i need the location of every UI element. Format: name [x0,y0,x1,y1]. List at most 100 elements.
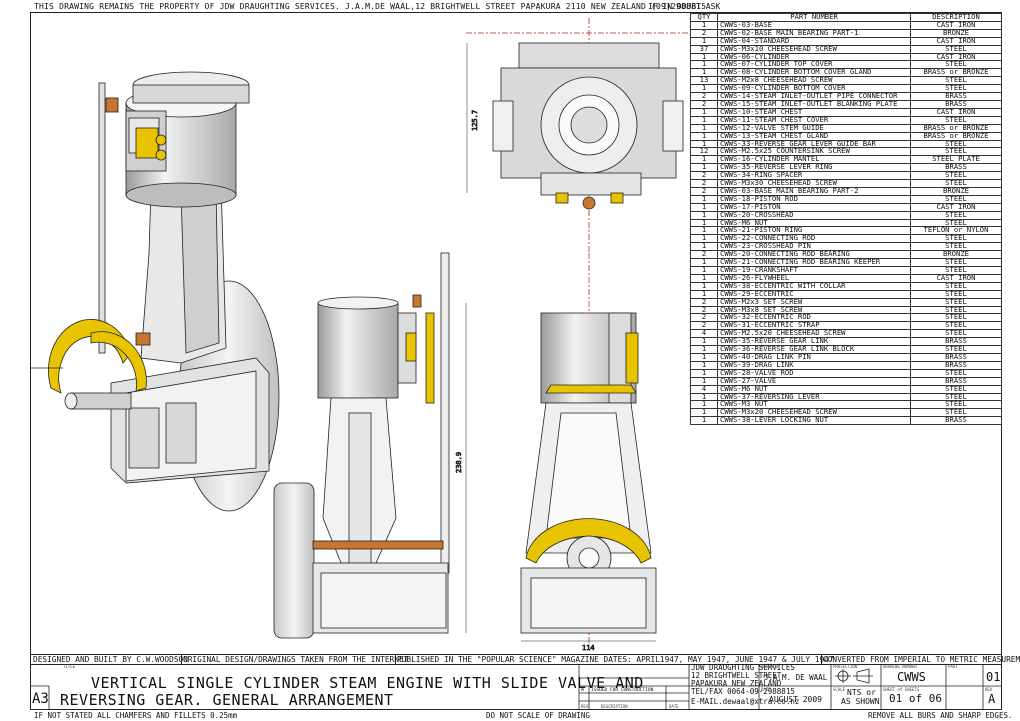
parts-cell-desc: STEEL [910,234,1002,244]
parts-cell-part: CWWS-M3 NUT [717,400,911,410]
parts-cell-part: CWWS-04-STANDARD [717,36,911,46]
parts-cell-qty: 1 [690,131,718,141]
parts-cell-part: CWWS-20-CONNECTING ROD BEARING [717,250,911,260]
parts-cell-part: CWWS-22-CONNECTING ROD [717,234,911,244]
parts-cell-qty: 1 [690,226,718,236]
front-view: 114 [520,253,657,652]
label-part: PART [948,664,958,669]
side-cylinder [317,302,399,399]
label-date-col: DATE [669,704,679,709]
parts-cell-desc: BRONZE [910,250,1002,260]
parts-cell-part: CWWS-38-ECCENTRIC WITH COLLAR [717,281,911,291]
parts-cell-part: CWWS-38-LEVER LOCKING NUT [717,416,911,426]
front-reverse-ring [525,518,652,564]
parts-cell-part: CWWS-26-FLYWHEEL [717,273,911,283]
parts-cell-desc: BRONZE [910,28,1002,38]
parts-cell-part: CWWS-15-STEAM INLET-OUTLET BLANKING PLAT… [717,99,911,109]
company-email: E-MAIL.dewaal@xtra.co.nz [691,697,800,706]
issue-letter: A [581,687,585,693]
parts-cell-desc: STEEL [910,392,1002,402]
parts-cell-part: CWWS-18-PISTON ROD [717,194,911,204]
parts-cell-part: CWWS-02-BASE MAIN BEARING PART-1 [717,28,911,38]
parts-cell-part: CWWS-23-CROSSHEAD PIN [717,242,911,252]
parts-cell-desc: BRASS or BRONZE [910,68,1002,78]
label-scale: SCALE [833,687,846,692]
parts-cell-qty: 2 [690,92,718,101]
parts-cell-qty: 1 [690,360,718,370]
side-flywheel [273,482,315,639]
parts-cell-part: CWWS-10-STEAM CHEST [717,107,911,117]
parts-cell-desc: BRASS [910,337,1002,347]
sheet-number: 01 of 06 [889,692,942,705]
parts-cell-qty: 2 [690,179,718,188]
parts-cell-part: CWWS-37-REVERSING LEVER [717,392,911,402]
parts-cell-desc: STEEL [910,171,1002,181]
side-view: 238.9 [273,252,467,639]
doubt-note: IF IN DOUBT ASK [648,2,721,11]
parts-cell-qty: 12 [690,147,718,157]
parts-cell-desc: BRASS or BRONZE [910,123,1002,133]
parts-cell-part: CWWS-M2.5x20 CHEESEHEAD SCREW [717,329,911,339]
title-block-grid [31,664,1001,709]
parts-cell-part: CWWS-35-REVERSE LEVER RING [717,163,911,173]
parts-cell-part: CWWS-13-STEAM CHEST GLAND [717,131,911,141]
parts-cell-part: CWWS-19-CRANKSHAFT [717,266,911,275]
height-dimension: 238.9 [455,452,463,473]
parts-cell-qty: 37 [690,44,718,54]
published-note: PUBLISHED IN THE "POPULAR SCIENCE" MAGAZ… [397,655,834,664]
parts-cell-desc: BRASS [910,163,1002,173]
parts-cell-qty: 1 [690,115,718,125]
parts-cell-qty: 1 [690,163,718,173]
info-strip: DESIGNED AND BUILT BY C.W.WOODSON ORIGIN… [31,654,1020,665]
parts-cell-part: CWWS-11-STEAM CHEST COVER [717,115,911,125]
parts-cell-part: CWWS-M3x8 SET SCREW [717,305,911,315]
parts-cell-desc: BRASS [910,99,1002,109]
parts-cell-part: CWWS-21-PISTON RING [717,226,911,236]
parts-cell-qty: 1 [690,258,718,267]
label-sheet: SHEET of SHEETS [883,687,920,692]
parts-cell-qty: 2 [690,171,718,181]
parts-cell-part: CWWS-34-RING SPACER [717,171,911,181]
top-cylinder-cover [518,42,660,69]
parts-cell-qty: 1 [690,345,718,354]
parts-cell-part: CWWS-14-STEAM INLET-OUTLET PIPE CONNECTO… [717,92,911,101]
parts-cell-qty: 1 [690,194,718,204]
parts-cell-desc: CAST IRON [910,107,1002,117]
scale-line1: NTS or [847,688,876,697]
parts-cell-desc: STEEL [910,179,1002,188]
parts-cell-qty: 2 [690,313,718,323]
parts-cell-part: CWWS-M6 NUT [717,384,911,394]
parts-header-desc: DESCRIPTION [910,13,1002,22]
parts-cell-qty: 1 [690,408,718,418]
parts-cell-qty: 1 [690,242,718,252]
parts-cell-part: CWWS-M6 NUT [717,218,911,228]
parts-cell-desc: CAST IRON [910,52,1002,62]
parts-cell-part: CWWS-08-CYLINDER BOTTOM COVER GLAND [717,68,911,78]
engine-drawing: 125.7 238.9 114 [31,18,689,652]
parts-cell-qty: 1 [690,400,718,410]
parts-cell-desc: CAST IRON [910,36,1002,46]
parts-cell-qty: 2 [690,305,718,315]
